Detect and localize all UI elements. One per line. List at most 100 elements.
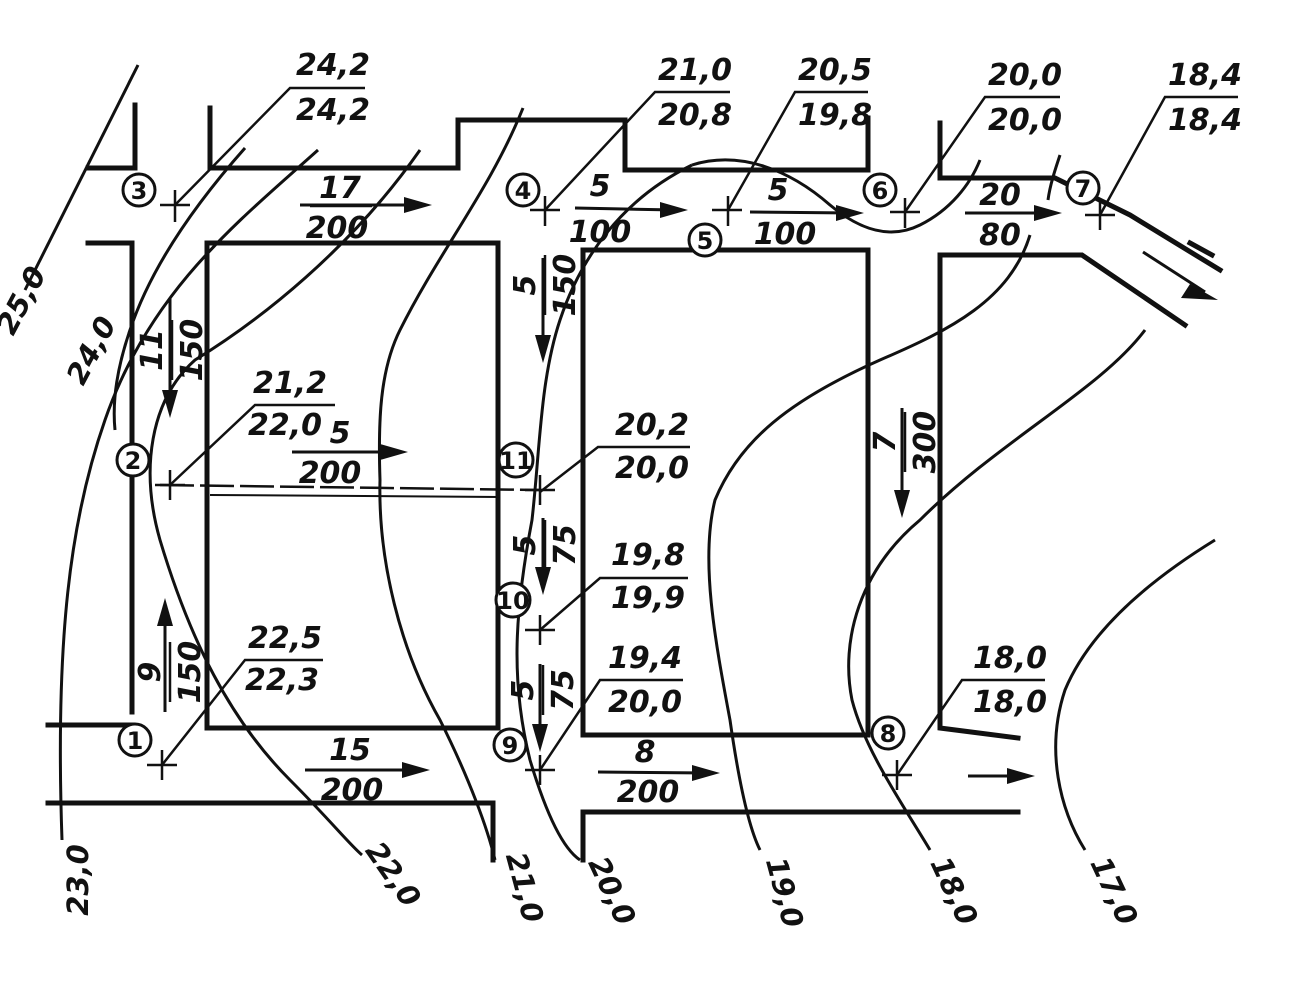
seg-1-9: 15 200 xyxy=(321,733,385,808)
sewer-pipe-2-11 xyxy=(159,483,541,498)
elev-2-bottom: 22,0 xyxy=(248,408,322,443)
elev-2: 21,2 22,0 xyxy=(155,366,335,500)
elev-7-top: 18,4 xyxy=(1168,58,1242,93)
node-9: 9 xyxy=(492,727,528,763)
elev-4-bottom: 20,8 xyxy=(658,98,732,133)
seg-9-8-bottom: 200 xyxy=(617,775,680,810)
contour-label-22: 22,0 xyxy=(359,835,428,913)
elev-6: 20,0 20,0 xyxy=(890,58,1062,228)
arrow-east xyxy=(1142,250,1218,300)
seg-2-11-bottom: 200 xyxy=(299,456,362,491)
elev-8-top: 18,0 xyxy=(973,641,1047,676)
arrow-6-7 xyxy=(965,205,1062,221)
seg-2-11: 5 200 xyxy=(299,416,362,491)
seg-4-5-bottom: 100 xyxy=(569,215,632,250)
elev-9-top: 19,4 xyxy=(608,641,682,676)
elev-1-bottom: 22,3 xyxy=(245,663,319,698)
seg-2-11-top: 5 xyxy=(330,416,351,451)
arrow-5-6 xyxy=(749,205,864,221)
node-5: 5 xyxy=(687,222,723,258)
seg-3-2-top: 11 xyxy=(135,329,170,371)
south-street-lower-2 xyxy=(580,809,1021,863)
svg-text:4: 4 xyxy=(515,177,532,205)
seg-1-2: 9 150 xyxy=(133,641,208,704)
seg-9-8: 8 200 xyxy=(617,735,680,810)
contour-18-top xyxy=(1046,154,1062,201)
arrow-6-8 xyxy=(894,408,910,518)
elev-1-top: 22,5 xyxy=(248,621,322,656)
arrow-outlet xyxy=(968,768,1035,784)
elev-9: 19,4 20,0 xyxy=(525,641,683,785)
elev-3: 24,2 24,2 xyxy=(160,48,370,222)
seg-11-10: 5 75 xyxy=(508,520,583,570)
elev-10-bottom: 19,9 xyxy=(611,581,685,616)
elev-10-top: 19,8 xyxy=(611,538,685,573)
svg-text:8: 8 xyxy=(880,720,897,748)
elev-6-top: 20,0 xyxy=(988,58,1062,93)
seg-4-11-bottom: 150 xyxy=(548,254,583,317)
contour-label-20: 20,0 xyxy=(582,851,643,930)
contour-17 xyxy=(1054,538,1216,851)
contour-label-24: 24,0 xyxy=(59,311,123,390)
contour-label-17: 17,0 xyxy=(1084,851,1145,930)
seg-3-2: 11 150 xyxy=(135,319,210,382)
elev-11-top: 20,2 xyxy=(615,408,689,443)
seg-4-11-top: 5 xyxy=(508,275,543,296)
elev-8-bottom: 18,0 xyxy=(973,685,1047,720)
block-b xyxy=(580,247,871,738)
svg-text:2: 2 xyxy=(125,447,142,475)
arrow-11-10 xyxy=(535,518,551,595)
seg-10-9-bottom: 75 xyxy=(546,669,581,711)
arrow-3-2 xyxy=(162,298,178,418)
street-outlines xyxy=(45,102,1224,863)
contour-22 xyxy=(148,149,422,857)
node-8: 8 xyxy=(870,715,906,751)
seg-4-11: 5 150 xyxy=(508,254,583,317)
contour-19 xyxy=(707,234,1032,851)
north-street-edge-left xyxy=(85,117,871,173)
block-c xyxy=(937,252,1189,329)
seg-5-6: 5 100 xyxy=(754,173,817,252)
elev-3-top: 24,2 xyxy=(296,48,370,83)
contour-label-25: 25,0 xyxy=(0,261,53,340)
seg-9-8-top: 8 xyxy=(635,735,656,770)
elev-9-bottom: 20,0 xyxy=(608,685,682,720)
seg-1-9-top: 15 xyxy=(329,733,371,768)
seg-10-9: 5 75 xyxy=(506,665,581,715)
elev-6-bottom: 20,0 xyxy=(988,103,1062,138)
contour-25 xyxy=(23,64,140,291)
segment-labels-horizontal: 17 200 5 100 5 100 20 80 5 200 15 200 8 … xyxy=(299,169,1021,810)
seg-4-5: 5 100 xyxy=(569,169,632,250)
contour-label-23: 23,0 xyxy=(61,844,95,916)
elev-11: 20,2 20,0 xyxy=(525,408,690,505)
svg-text:7: 7 xyxy=(1075,175,1092,203)
block-c-west xyxy=(937,252,1021,741)
arrow-4-11 xyxy=(535,258,551,363)
east-block-edge xyxy=(1186,239,1216,259)
seg-6-7-bottom: 80 xyxy=(979,218,1021,253)
node-7: 7 xyxy=(1065,170,1101,206)
seg-11-10-bottom: 75 xyxy=(548,524,583,566)
west-street-left-edge xyxy=(85,240,135,715)
node-markers: 3 4 5 6 7 2 11 10 1 9 8 xyxy=(115,170,1101,763)
seg-3-2-bottom: 150 xyxy=(175,319,210,382)
seg-3-4: 17 200 xyxy=(306,171,372,246)
node-3: 3 xyxy=(121,172,157,208)
node-4: 4 xyxy=(505,172,541,208)
contour-20 xyxy=(515,163,693,862)
seg-1-9-bottom: 200 xyxy=(321,773,384,808)
elev-10: 19,8 19,9 xyxy=(525,538,688,645)
node-11: 11 xyxy=(497,441,535,479)
elev-7-bottom: 18,4 xyxy=(1168,103,1242,138)
elev-11-bottom: 20,0 xyxy=(615,451,689,486)
elevation-callouts: 24,2 24,2 21,0 20,8 20,5 19,8 20,0 20,0 xyxy=(147,48,1242,790)
seg-6-7: 20 80 xyxy=(979,178,1021,253)
seg-3-4-bottom: 200 xyxy=(306,211,369,246)
contour-21 xyxy=(377,107,525,861)
contour-label-18: 18,0 xyxy=(924,851,985,930)
svg-text:3: 3 xyxy=(131,177,148,205)
elev-4: 21,0 20,8 xyxy=(530,53,732,226)
svg-text:9: 9 xyxy=(502,732,519,760)
seg-3-4-top: 17 xyxy=(319,171,361,206)
seg-5-6-top: 5 xyxy=(768,173,789,208)
